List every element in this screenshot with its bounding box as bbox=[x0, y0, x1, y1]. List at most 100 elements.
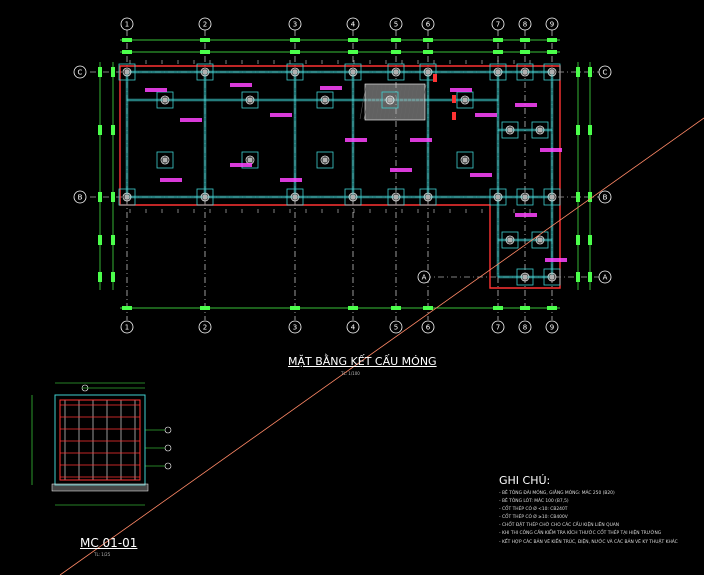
rebar-callout bbox=[164, 426, 172, 434]
section-title: MC 01-01 bbox=[80, 536, 138, 550]
dimension-tick bbox=[520, 306, 530, 310]
hatch-line bbox=[359, 84, 367, 120]
footing-pad bbox=[156, 151, 174, 169]
hatch-line bbox=[391, 84, 399, 120]
footing-pad bbox=[118, 63, 136, 81]
dimension-tick bbox=[493, 50, 503, 54]
footing-pad bbox=[316, 91, 334, 109]
section-marker bbox=[452, 112, 456, 120]
column-tag bbox=[540, 148, 562, 152]
column bbox=[387, 97, 393, 103]
dimension-tick bbox=[98, 192, 102, 202]
column bbox=[549, 69, 555, 75]
note-item: - CỐT THÉP CÓ Ø <10: CB240T bbox=[499, 507, 568, 513]
footing-pad bbox=[241, 91, 259, 109]
pile bbox=[535, 125, 545, 135]
dimension-tick bbox=[588, 272, 592, 282]
footing-pad bbox=[286, 63, 304, 81]
note-item: - CỐT THÉP CÓ Ø ≥10: CB400V bbox=[499, 515, 568, 521]
footing-pad bbox=[344, 188, 362, 206]
dimension-lines bbox=[98, 38, 592, 310]
axis-label-left: C bbox=[78, 69, 83, 77]
axis-label-bottom-circle bbox=[389, 320, 403, 334]
axis-label-top-circle bbox=[518, 17, 532, 31]
axis-label-bottom-circle bbox=[120, 320, 134, 334]
column bbox=[522, 69, 528, 75]
column bbox=[425, 194, 431, 200]
axis-label-top-circle bbox=[545, 17, 559, 31]
note-item: - CHỐT ĐẶT THÉP CHỜ CHO CÁC CẤU KIỆN LIÊ… bbox=[499, 523, 620, 529]
axis-label-top: 5 bbox=[394, 21, 398, 29]
axis-label-top-circle bbox=[389, 17, 403, 31]
pile bbox=[391, 67, 401, 77]
hatch-line bbox=[415, 84, 423, 120]
hatch-line bbox=[407, 84, 415, 120]
axis-label-right: A bbox=[603, 274, 608, 282]
dimension-tick bbox=[111, 192, 115, 202]
column-tag bbox=[450, 88, 472, 92]
column-tag bbox=[390, 168, 412, 172]
pile bbox=[391, 192, 401, 202]
column bbox=[292, 194, 298, 200]
column-tag bbox=[515, 213, 537, 217]
hatch-line bbox=[383, 84, 391, 120]
pile bbox=[520, 67, 530, 77]
axis-label-mid-circle bbox=[417, 270, 431, 284]
general-notes: GHI CHÚ: - BÊ TÔNG ĐÀI MÓNG, GIẰNG MÓNG:… bbox=[499, 474, 704, 547]
column-tag bbox=[410, 138, 432, 142]
dimension-tick bbox=[588, 125, 592, 135]
footing-pad bbox=[196, 188, 214, 206]
column bbox=[507, 237, 513, 243]
dimension-tick bbox=[423, 306, 433, 310]
axis-label-right-circle bbox=[598, 190, 612, 204]
axis-label-bottom: 5 bbox=[394, 324, 398, 332]
column bbox=[522, 194, 528, 200]
dimension-tick bbox=[520, 50, 530, 54]
column-tag bbox=[145, 88, 167, 92]
axis-label-bottom-circle bbox=[421, 320, 435, 334]
axis-label-left: B bbox=[78, 194, 83, 202]
column bbox=[522, 274, 528, 280]
dimension-tick bbox=[576, 67, 580, 77]
column bbox=[322, 97, 328, 103]
pile bbox=[348, 192, 358, 202]
axis-label-bottom-circle bbox=[198, 320, 212, 334]
axis-label-bottom: 9 bbox=[550, 324, 554, 332]
dimension-tick bbox=[391, 306, 401, 310]
column bbox=[462, 157, 468, 163]
column-tag bbox=[470, 173, 492, 177]
section-marker bbox=[433, 74, 437, 82]
footing-pad bbox=[118, 188, 136, 206]
dimension-tick bbox=[290, 50, 300, 54]
axis-label-bottom: 6 bbox=[426, 324, 431, 332]
axis-label-bottom-circle bbox=[346, 320, 360, 334]
dimension-tick bbox=[493, 38, 503, 42]
axis-label-bottom-circle bbox=[491, 320, 505, 334]
column bbox=[322, 157, 328, 163]
axis-label-left-circle bbox=[73, 190, 87, 204]
axis-label-left-circle bbox=[73, 65, 87, 79]
column bbox=[495, 69, 501, 75]
section-scale: TL: 1/25 bbox=[94, 552, 111, 557]
pile bbox=[547, 192, 557, 202]
dimension-tick bbox=[98, 272, 102, 282]
column bbox=[462, 97, 468, 103]
column-tag bbox=[180, 118, 202, 122]
dimension-tick bbox=[122, 306, 132, 310]
pile bbox=[160, 95, 170, 105]
hatch-line bbox=[371, 84, 379, 120]
axis-label-bottom-circle bbox=[545, 320, 559, 334]
dimension-tick bbox=[576, 272, 580, 282]
axis-label-bottom: 8 bbox=[523, 324, 527, 332]
footing-pad bbox=[387, 188, 405, 206]
axis-label-top: 2 bbox=[203, 21, 207, 29]
hatch-line bbox=[363, 84, 371, 120]
note-item: - BÊ TÔNG ĐÀI MÓNG, GIẰNG MÓNG: MÁC 250 … bbox=[499, 491, 615, 496]
column-tag bbox=[160, 178, 182, 182]
hatch-line bbox=[411, 84, 419, 120]
pile bbox=[547, 272, 557, 282]
pile bbox=[493, 67, 503, 77]
dimension-tick bbox=[111, 235, 115, 245]
